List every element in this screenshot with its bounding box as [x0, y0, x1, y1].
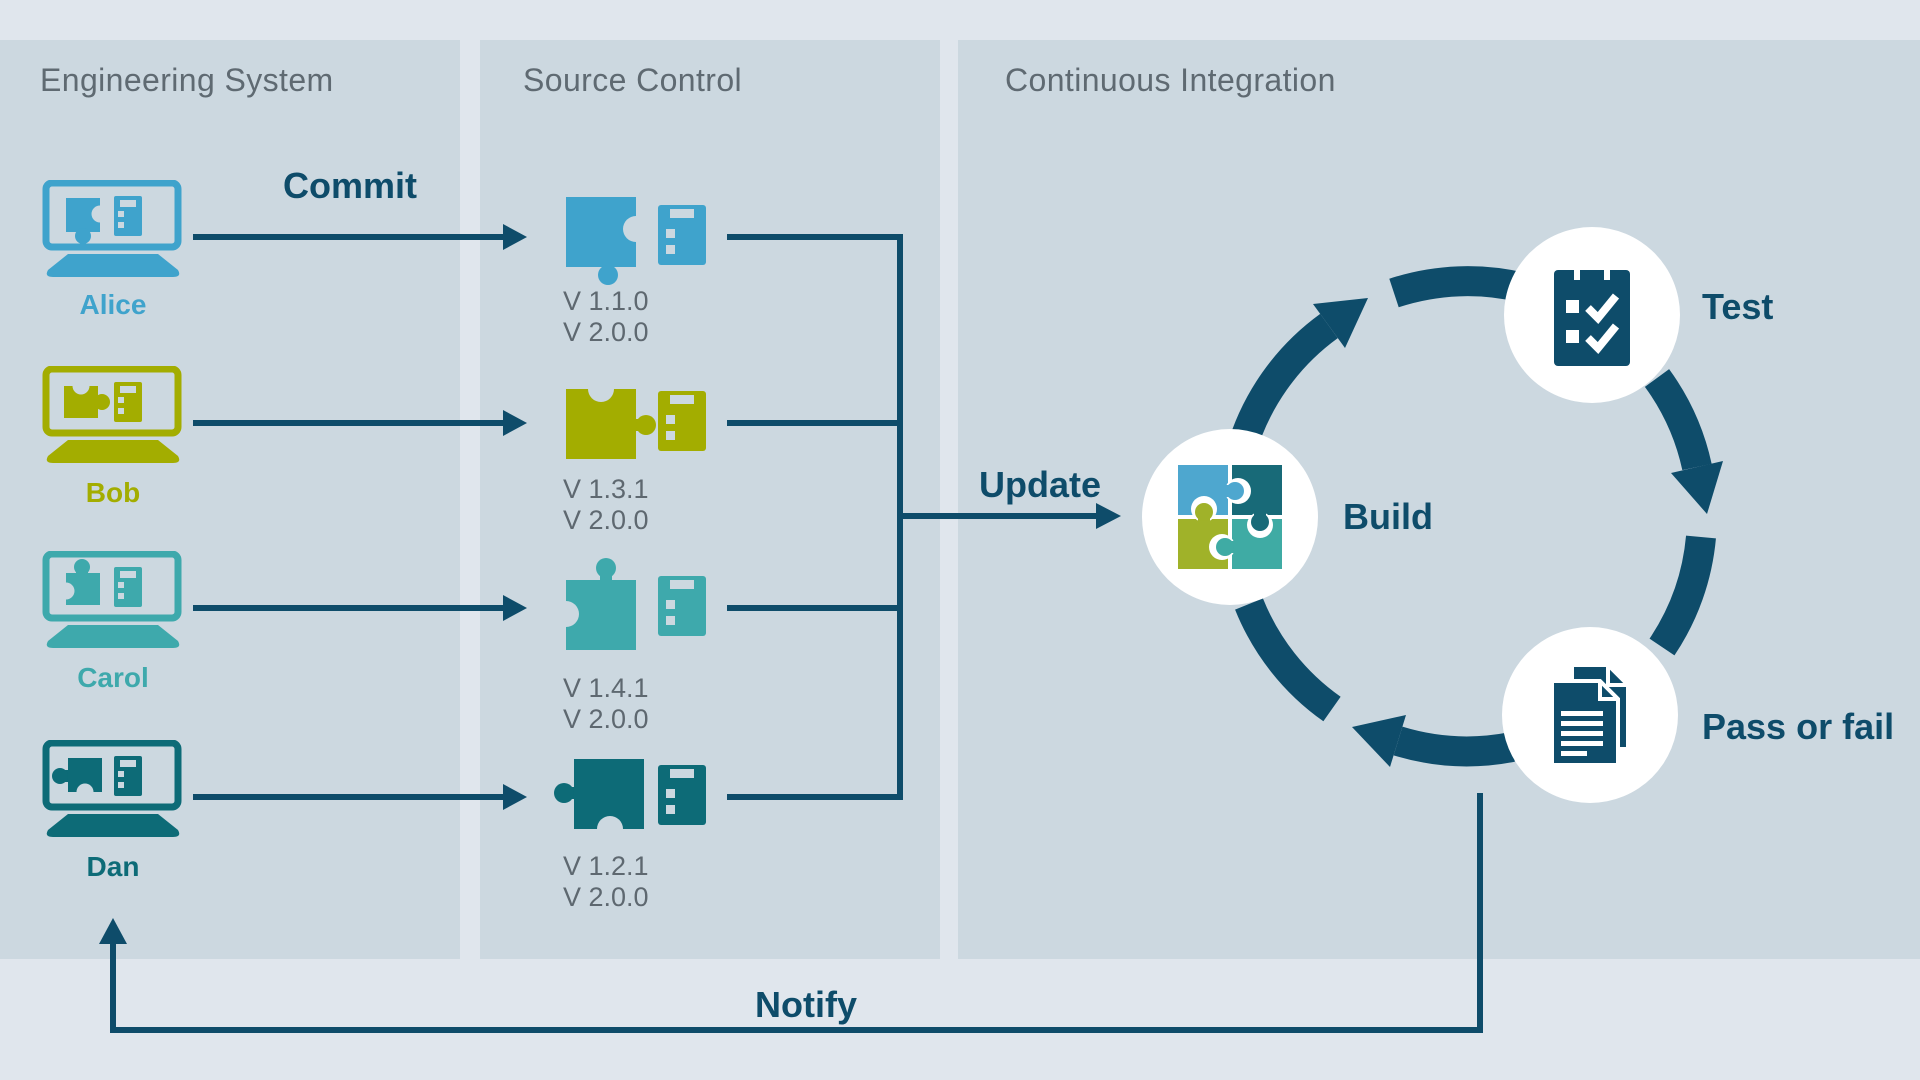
laptop-icon: [42, 551, 182, 648]
clipboard-icon: [658, 391, 706, 451]
panel-title-source-control: Source Control: [523, 62, 743, 98]
developer-name: Alice: [79, 289, 147, 320]
panel-title-engineering: Engineering System: [40, 62, 334, 98]
screen-clipboard-icon: [114, 567, 142, 607]
laptop-base: [46, 440, 180, 463]
version-line: V 2.0.0: [563, 882, 649, 912]
laptop-icon: [42, 740, 182, 837]
version-list: V 1.3.1 V 2.0.0: [563, 474, 649, 536]
laptop-base: [46, 814, 180, 837]
version-line: V 2.0.0: [563, 704, 649, 734]
screen-clipboard-icon: [114, 382, 142, 422]
puzzle-piece-icon: [554, 759, 644, 842]
build-label: Build: [1343, 496, 1433, 537]
developer-name: Dan: [86, 851, 140, 882]
documents-icon: [1550, 663, 1630, 767]
laptop-base: [46, 254, 180, 277]
laptop-icon: [42, 180, 182, 277]
clipboard-icon: [658, 576, 706, 636]
laptop-base: [46, 625, 180, 648]
update-label: Update: [978, 464, 1101, 505]
laptop-icon: [42, 366, 182, 463]
version-list: V 1.2.1 V 2.0.0: [563, 851, 649, 913]
pass-or-fail-label: Pass or fail: [1702, 706, 1895, 747]
version-line: V 2.0.0: [563, 505, 649, 535]
panel-source-control: [480, 40, 940, 959]
screen-puzzle-icon: [66, 198, 109, 244]
developer-name: Carol: [77, 662, 149, 693]
puzzle-piece-icon: [566, 377, 656, 459]
version-line: V 1.2.1: [563, 851, 649, 881]
screen-puzzle-icon: [52, 758, 102, 801]
clipboard-icon: [658, 765, 706, 825]
test-label: Test: [1702, 286, 1774, 327]
puzzle-piece-icon: [566, 197, 649, 285]
commit-label: Commit: [283, 165, 417, 206]
screen-clipboard-icon: [114, 196, 142, 236]
notify-label: Notify: [755, 984, 857, 1025]
version-line: V 2.0.0: [563, 317, 649, 347]
puzzle-4-icon: [1178, 465, 1282, 569]
version-list: V 1.1.0 V 2.0.0: [563, 286, 649, 348]
developer-name: Bob: [85, 477, 141, 508]
version-line: V 1.3.1: [563, 474, 649, 504]
version-line: V 1.4.1: [563, 673, 649, 703]
panel-title-continuous-integration: Continuous Integration: [1005, 62, 1336, 98]
clipboard-icon: [658, 205, 706, 265]
version-list: V 1.4.1 V 2.0.0: [563, 673, 649, 735]
version-line: V 1.1.0: [563, 286, 649, 316]
screen-puzzle-icon: [64, 377, 110, 418]
screen-puzzle-icon: [57, 559, 100, 605]
puzzle-piece-icon: [560, 558, 636, 650]
screen-clipboard-icon: [114, 756, 142, 796]
clipboard-check-icon: [1554, 264, 1630, 366]
